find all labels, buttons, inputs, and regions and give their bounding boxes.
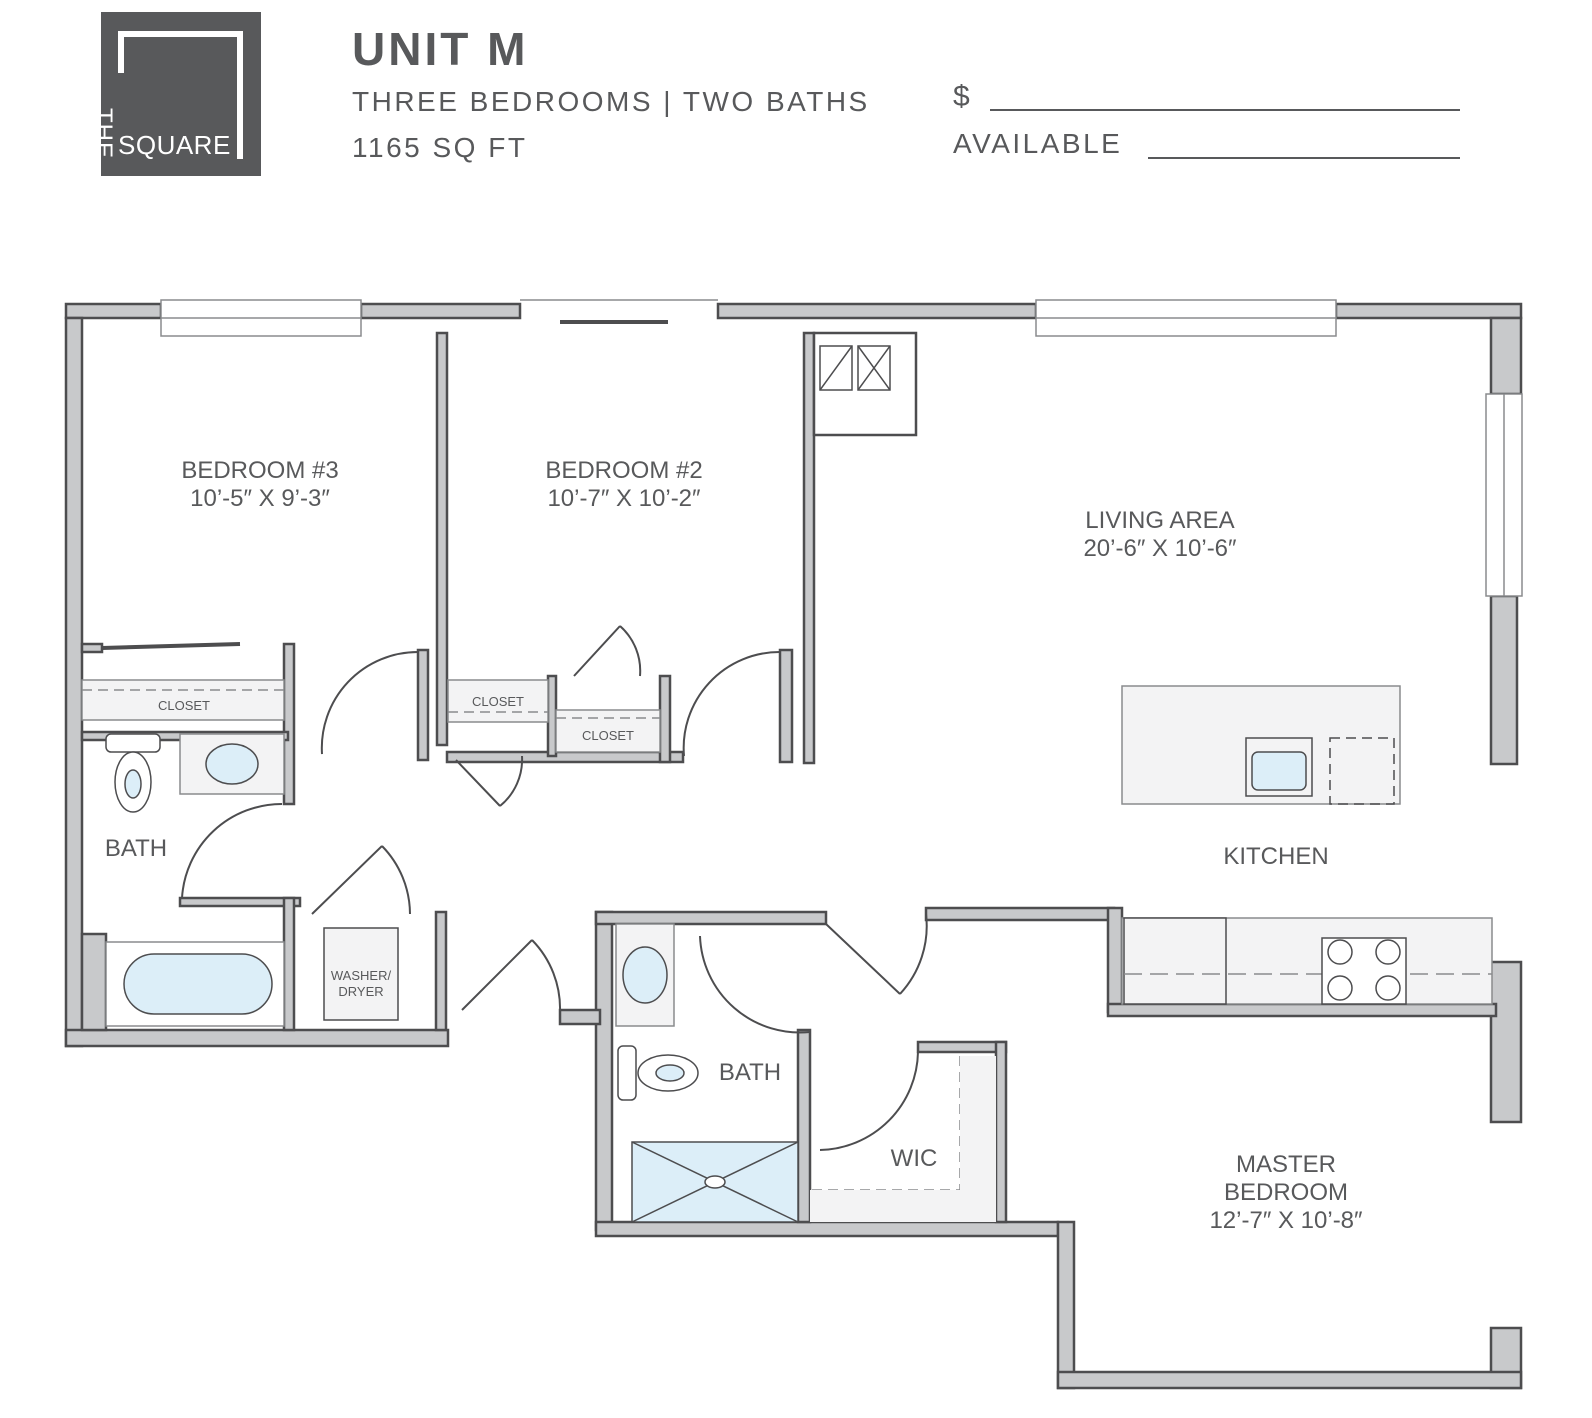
- wall-closets-bottom: [445, 750, 685, 764]
- wall-top-3: [716, 302, 1038, 320]
- door-laundry: [311, 845, 411, 915]
- wall-master-left: [1056, 1220, 1076, 1390]
- wall-laundry-right: [434, 910, 448, 1032]
- bath2-name: BATH: [719, 1059, 781, 1086]
- door-closet-b2b: [573, 625, 642, 677]
- wall-top-1: [64, 302, 163, 320]
- bath1-name: BATH: [105, 835, 167, 862]
- wall-right-3: [1489, 960, 1523, 1124]
- wall-bottom-left: [64, 1028, 450, 1048]
- fridge: [1123, 917, 1227, 1005]
- laundry-line1: WASHER/: [331, 968, 392, 983]
- room-labels: BEDROOM #3 10’-5″ X 9’-3″ BEDROOM #2 10’…: [105, 457, 1363, 1234]
- unit-area: 1165 SQ FT: [352, 132, 528, 163]
- wall-b3-closet-right: [282, 642, 296, 806]
- door-cbath: [699, 935, 811, 1034]
- washer-dryer: [323, 927, 399, 1021]
- unit-subtitle: THREE BEDROOMS | TWO BATHS: [352, 86, 870, 117]
- wall-kitchen-left: [1106, 906, 1124, 1014]
- wall-corridor-stub: [558, 1008, 602, 1026]
- available-label: AVAILABLE: [953, 128, 1123, 159]
- bedroom3-name: BEDROOM #3: [181, 457, 338, 484]
- laundry-line2: DRYER: [338, 984, 383, 999]
- master-size: 12’-7″ X 10’-8″: [1209, 1207, 1363, 1234]
- windows: [160, 299, 1523, 597]
- closet-b2a-label: CLOSET: [472, 694, 524, 709]
- door-closet-b3: [101, 642, 241, 650]
- sink-1: [205, 743, 259, 785]
- wall-b2-right: [778, 648, 794, 764]
- living-size: 20’-6″ X 10’-6″: [1083, 535, 1237, 562]
- wall-master-bottom: [1056, 1370, 1523, 1390]
- closet-b3: [81, 679, 285, 721]
- door-b3: [320, 650, 419, 755]
- price-label: $: [953, 80, 970, 113]
- wall-closet-right: [658, 674, 672, 764]
- wall-cbath-left: [594, 910, 614, 1232]
- island-dishwasher: [1329, 737, 1395, 805]
- wall-right-2: [1489, 594, 1519, 766]
- wall-wic-right: [994, 1040, 1008, 1224]
- available-blank-line: [1148, 157, 1460, 159]
- wall-b3-door-jamb: [416, 648, 430, 762]
- wall-kitchen-bottom: [1106, 1002, 1498, 1018]
- wall-right-1: [1489, 316, 1523, 396]
- wall-wic-top: [916, 1040, 1008, 1054]
- bedroom2-name: BEDROOM #2: [545, 457, 702, 484]
- door-entry: [461, 939, 562, 1013]
- price-blank-line: [990, 109, 1460, 111]
- wall-bath1-bottom: [178, 896, 302, 908]
- walls: [64, 302, 1523, 1390]
- logo-frame-top: [118, 31, 243, 37]
- door-bath1: [181, 802, 283, 899]
- wall-b3-closet-top: [80, 642, 104, 654]
- bedroom3-size: 10’-5″ X 9’-3″: [190, 485, 330, 512]
- closet-b3-label: CLOSET: [158, 698, 210, 713]
- logo: THE SQUARE: [90, 12, 261, 176]
- wall-b3-b2: [435, 331, 449, 747]
- closet-b2b-label: CLOSET: [582, 728, 634, 743]
- toilet-tank-1: [105, 733, 161, 753]
- door-swings: [101, 625, 928, 1151]
- door-closet-b2: [455, 755, 524, 807]
- fixtures: [81, 345, 1493, 1223]
- unit-title: UNIT M: [352, 23, 529, 75]
- wall-kitchen-top: [924, 906, 1116, 922]
- door-wic-inner: [819, 1051, 919, 1151]
- closet-b2b: [555, 709, 661, 753]
- wall-duct-right: [802, 331, 816, 765]
- door-wic: [825, 913, 928, 995]
- master-line2: BEDROOM: [1224, 1179, 1348, 1206]
- bedroom2-size: 10’-7″ X 10’-2″: [547, 485, 701, 512]
- living-name: LIVING AREA: [1085, 507, 1234, 534]
- wall-laundry-left: [282, 896, 296, 1032]
- master-line1: MASTER: [1236, 1151, 1336, 1178]
- wall-cbath-top: [594, 910, 828, 926]
- closet-b2a: [447, 679, 549, 723]
- wall-left: [64, 316, 84, 1048]
- logo-frame-right: [237, 31, 243, 159]
- wall-cbath-wic: [796, 1028, 812, 1224]
- logo-frame-left: [118, 31, 124, 73]
- wall-cbath-bottom: [594, 1220, 1060, 1238]
- door-b2: [682, 650, 781, 757]
- toilet-tank-2: [617, 1045, 637, 1101]
- kitchen-name: KITCHEN: [1223, 843, 1328, 870]
- wic-name: WIC: [891, 1145, 938, 1172]
- wall-closets-mid: [546, 674, 558, 758]
- wall-top-4: [1334, 302, 1523, 320]
- logo-text-square: SQUARE: [118, 130, 231, 160]
- wall-top-2: [359, 302, 522, 320]
- wall-tub-end: [80, 932, 108, 1032]
- sink-2: [622, 946, 668, 1004]
